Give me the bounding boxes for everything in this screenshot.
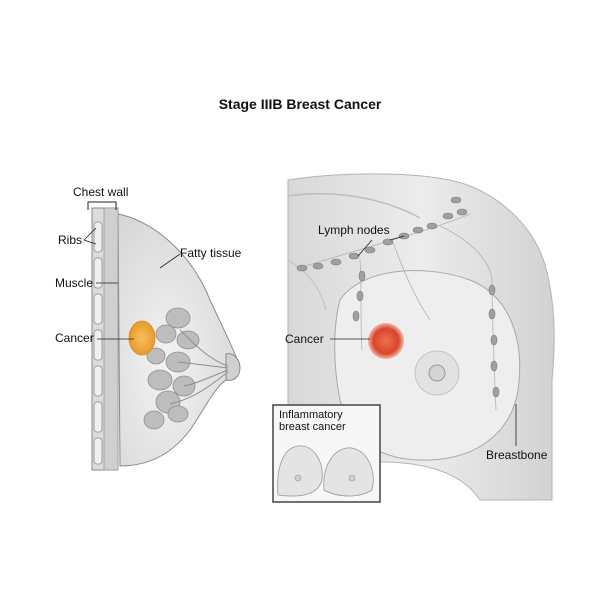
- label-muscle: Muscle: [55, 276, 94, 290]
- front-armpit: [287, 259, 327, 311]
- lymph-node: [426, 222, 438, 230]
- inset-caption-line2: breast cancer: [279, 421, 346, 433]
- lymph-node: [364, 246, 376, 254]
- lymph-node-cluster: [296, 196, 500, 398]
- lymph-node: [456, 208, 468, 216]
- lymph-node: [330, 258, 342, 266]
- label-chest-wall: Chest wall: [73, 185, 129, 199]
- lymph-node: [356, 290, 364, 302]
- lymph-node: [382, 238, 394, 246]
- lymph-node: [488, 308, 496, 320]
- lymph-node: [412, 226, 424, 234]
- lymph-node: [488, 284, 496, 296]
- page-title: Stage IIIB Breast Cancer: [218, 96, 382, 112]
- label-lymph-nodes: Lymph nodes: [318, 223, 390, 237]
- front-shoulder: [287, 193, 421, 219]
- inset-breast-right: [323, 447, 374, 497]
- lymph-node: [492, 386, 500, 398]
- lymph-node: [442, 212, 454, 220]
- inset-breast-left: [277, 445, 323, 497]
- label-ribs: Ribs: [58, 233, 83, 247]
- label-breastbone: Breastbone: [486, 448, 548, 462]
- label-cancer-side: Cancer: [55, 331, 94, 345]
- inset-caption: Inflammatory breast cancer: [279, 409, 346, 433]
- lymph-node: [358, 270, 366, 282]
- side-nipple: [225, 353, 241, 381]
- label-fatty-tissue: Fatty tissue: [180, 246, 242, 260]
- lymph-node: [352, 310, 360, 322]
- lymph-node: [348, 252, 360, 260]
- lymph-node: [450, 196, 462, 204]
- side-view-diagram: [83, 201, 241, 471]
- side-tumor: [128, 320, 156, 356]
- label-cancer-front: Cancer: [285, 332, 324, 346]
- inset-caption-line1: Inflammatory: [279, 409, 343, 421]
- lymph-node: [490, 334, 498, 346]
- front-tumor: [368, 323, 404, 359]
- lymph-node: [296, 264, 308, 272]
- side-ducts: [169, 329, 229, 405]
- side-ribs: [93, 221, 103, 465]
- side-leader-lines: [83, 227, 181, 340]
- inflammatory-inset: [272, 404, 381, 503]
- lymph-node: [312, 262, 324, 270]
- inset-nipple-left: [294, 474, 302, 482]
- chest-wall-bracket: [87, 201, 117, 210]
- front-leader-lines: [330, 235, 517, 446]
- front-nipple: [428, 364, 446, 382]
- side-lobules: [143, 307, 200, 430]
- inset-nipple-right: [348, 474, 356, 482]
- lymph-node: [490, 360, 498, 372]
